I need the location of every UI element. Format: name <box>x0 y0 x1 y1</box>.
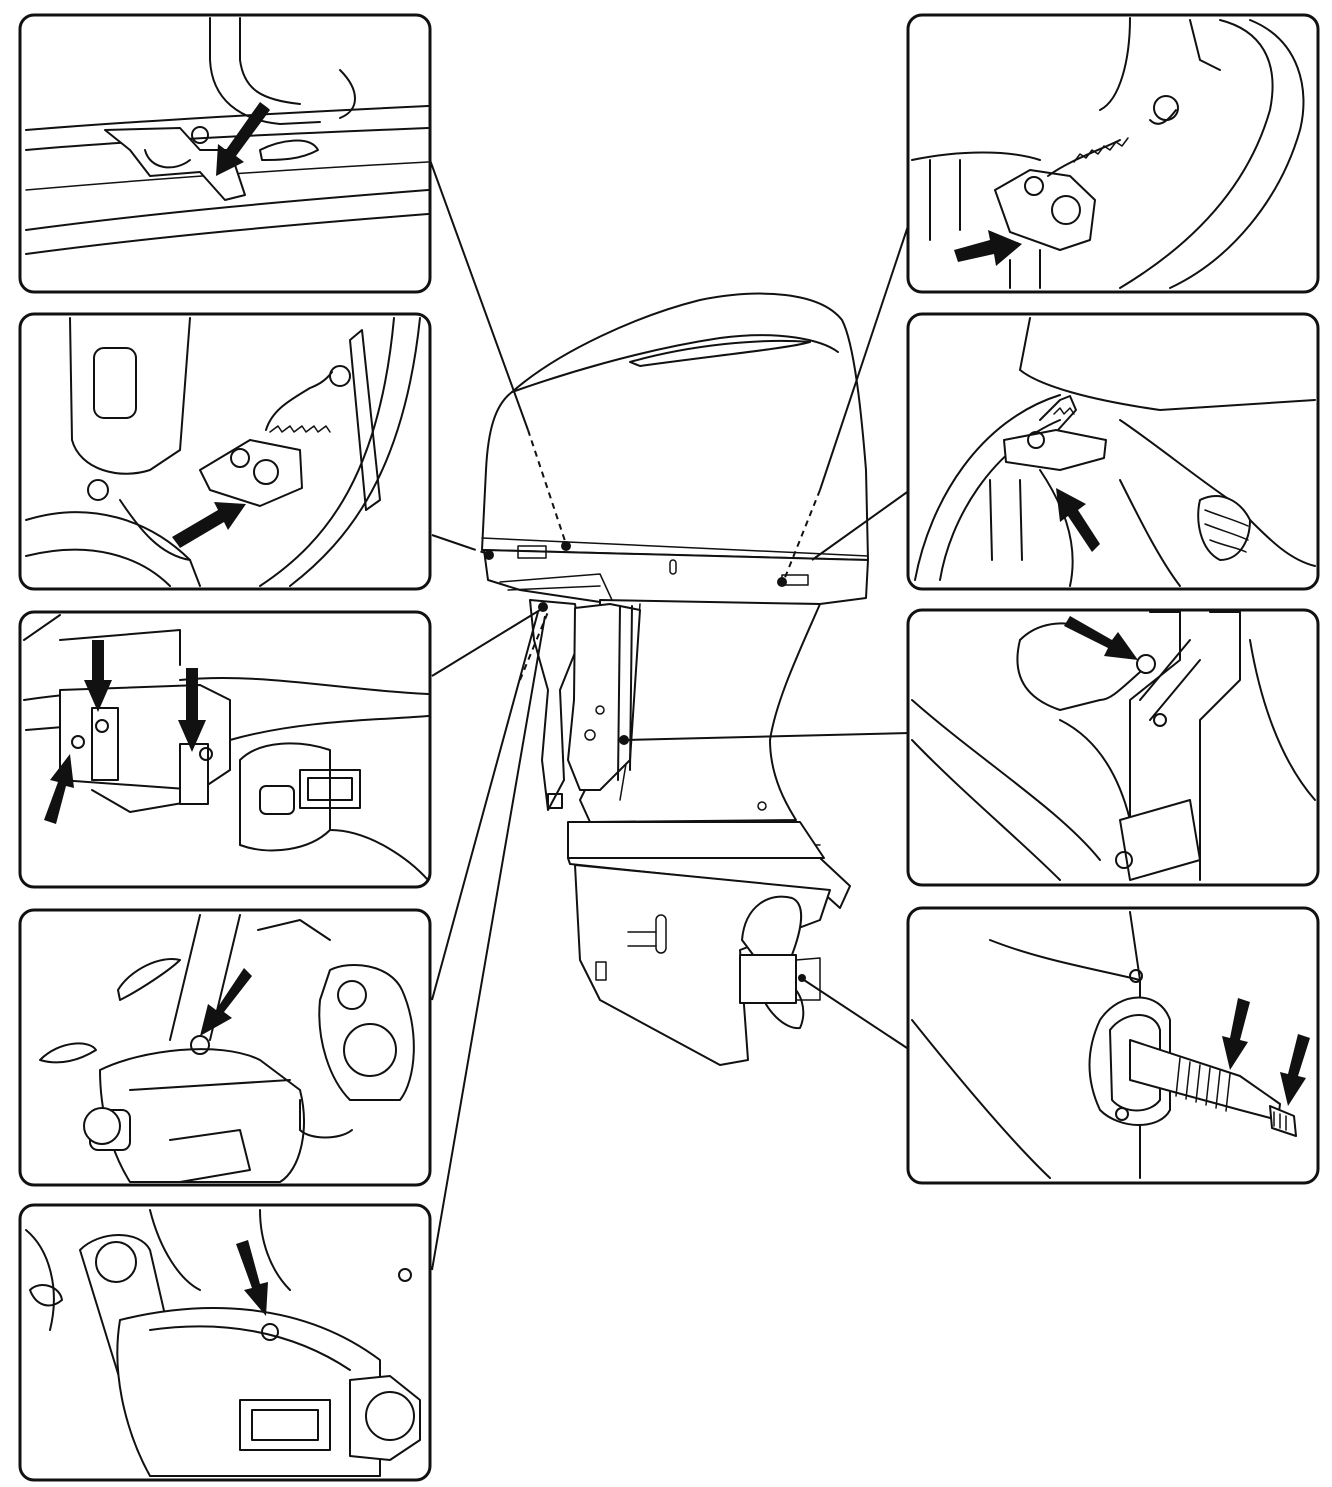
cowling-lower-edge <box>481 537 869 557</box>
target-right-1 <box>777 577 787 587</box>
target-left-3 <box>538 602 548 612</box>
lower-mark <box>595 961 607 981</box>
detail-panel-right-4 <box>906 906 1320 1185</box>
detail-panel-left-2 <box>18 312 432 591</box>
leader-right-2 <box>811 489 911 561</box>
cowling-vent <box>629 339 811 367</box>
leader-left-2 <box>431 534 471 549</box>
detail-panel-right-3 <box>906 608 1320 887</box>
cowling-top-ridge <box>511 334 839 393</box>
detail-panel-right-2 <box>906 312 1320 591</box>
bracket-bolt-2 <box>595 705 605 715</box>
upper-gearcase <box>567 821 825 859</box>
detail-panel-left-4 <box>18 908 432 1187</box>
leader-right-3 <box>625 732 911 741</box>
leader-left-5 <box>431 615 546 1271</box>
steering-arm-2 <box>507 585 601 591</box>
leader-right-1-dash <box>783 489 821 581</box>
bracket-bolt-1 <box>584 729 596 741</box>
cowling-mark <box>669 559 677 575</box>
target-right-3 <box>619 735 629 745</box>
outboard-motor <box>481 292 869 1066</box>
leader-right-1 <box>819 219 911 491</box>
detail-panel-top-left <box>18 13 432 294</box>
steering-tube <box>617 605 621 781</box>
target-top-left <box>561 541 571 551</box>
leader-left-4 <box>431 611 539 1001</box>
engine-cowling <box>481 292 869 561</box>
steering-tube-2 <box>629 605 633 771</box>
intake-lines <box>627 931 657 947</box>
steering-arm <box>499 573 613 601</box>
detail-panel-left-3 <box>18 610 432 889</box>
leader-lines <box>429 159 911 1271</box>
leader-right-4 <box>803 979 911 1051</box>
leader-left-4-dash <box>519 611 549 681</box>
leader-left-3 <box>431 609 541 677</box>
detail-panel-left-5 <box>18 1203 432 1482</box>
target-right-4 <box>798 974 806 982</box>
target-left-2 <box>484 550 494 560</box>
propeller-hub <box>739 954 797 1004</box>
propeller-nut <box>795 957 821 1001</box>
anode-bolt <box>757 801 767 811</box>
propeller-upper-blade <box>741 895 803 965</box>
detail-panel-right-1 <box>906 13 1320 294</box>
midsection <box>579 599 821 823</box>
leader-top-left <box>429 159 529 431</box>
leader-top-left-dash <box>527 429 567 545</box>
tilt-stop <box>547 793 563 809</box>
cowling-label <box>517 545 547 559</box>
water-intake <box>655 914 667 954</box>
